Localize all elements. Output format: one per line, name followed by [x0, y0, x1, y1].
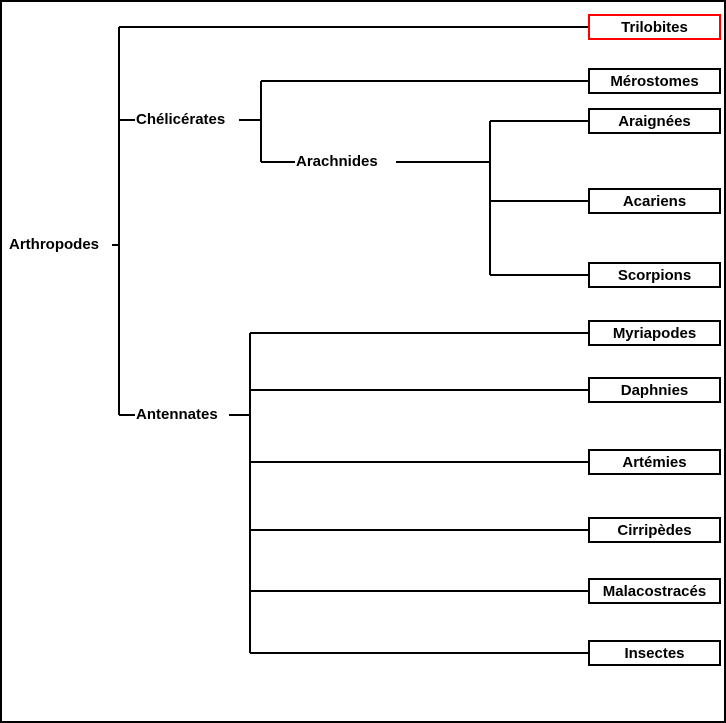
- leaf-box-malacostraces[interactable]: Malacostracés: [588, 578, 721, 604]
- leaf-box-araignees[interactable]: Araignées: [588, 108, 721, 134]
- leaf-box-artemies[interactable]: Artémies: [588, 449, 721, 475]
- leaf-box-cirripedes[interactable]: Cirripèdes: [588, 517, 721, 543]
- node-label-antennates: Antennates: [135, 406, 219, 423]
- leaf-box-merostomes[interactable]: Mérostomes: [588, 68, 721, 94]
- node-label-arachnides: Arachnides: [295, 153, 379, 170]
- leaf-box-scorpions[interactable]: Scorpions: [588, 262, 721, 288]
- leaf-box-trilobites[interactable]: Trilobites: [588, 14, 721, 40]
- leaf-box-myriapodes[interactable]: Myriapodes: [588, 320, 721, 346]
- node-label-arthropodes: Arthropodes: [8, 236, 100, 253]
- leaf-box-insectes[interactable]: Insectes: [588, 640, 721, 666]
- node-label-chelicerates: Chélicérates: [135, 111, 227, 128]
- leaf-box-acariens[interactable]: Acariens: [588, 188, 721, 214]
- leaf-box-daphnies[interactable]: Daphnies: [588, 377, 721, 403]
